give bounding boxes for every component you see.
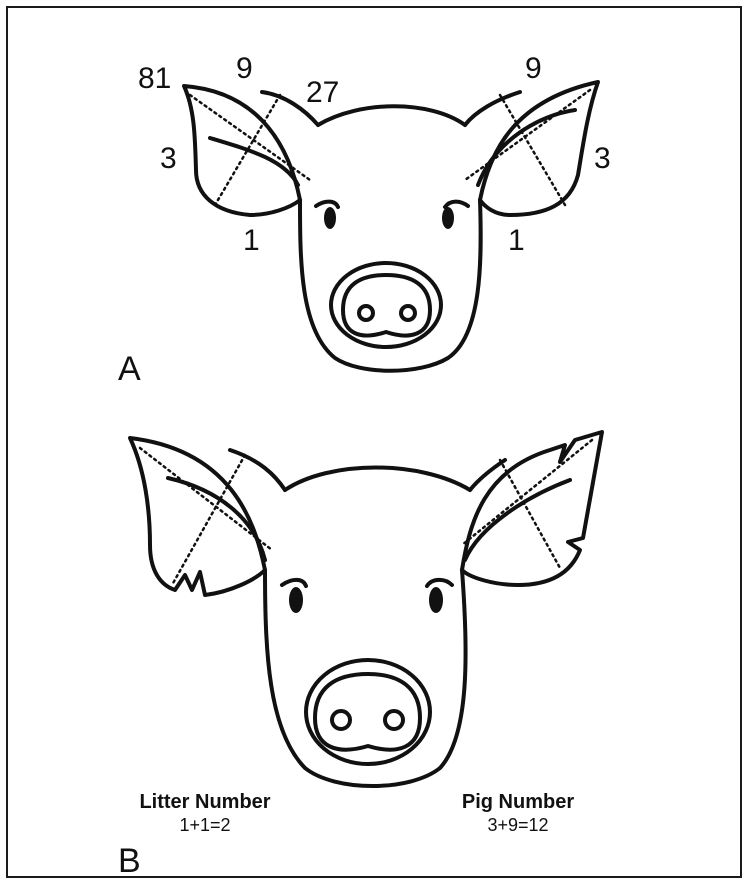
notch-label-9-left: 9 <box>236 52 253 85</box>
notch-label-27: 27 <box>306 76 339 109</box>
litter-number-equation: 1+1=2 <box>179 815 230 835</box>
nostril-right-a <box>401 306 415 320</box>
forehead-b <box>285 468 470 491</box>
pig-number-equation: 3+9=12 <box>487 815 548 835</box>
right-inner-ear-a <box>478 110 575 185</box>
nostril-right-b <box>385 711 403 729</box>
notch-label-3-left: 3 <box>160 142 177 175</box>
eye-right-b <box>429 587 443 613</box>
notch-label-81: 81 <box>138 62 171 95</box>
eye-left-a <box>324 207 336 229</box>
litter-number-title: Litter Number <box>139 791 270 813</box>
notch-label-1-right: 1 <box>508 224 525 257</box>
right-ear-connect-a <box>465 92 520 125</box>
notch-label-1-left: 1 <box>243 224 260 257</box>
pig-number-title: Pig Number <box>462 791 574 813</box>
eyebrow-right-b <box>427 580 452 586</box>
eye-right-a <box>442 207 454 229</box>
notch-label-9-right: 9 <box>525 52 542 85</box>
eyebrow-right-a <box>445 202 468 207</box>
left-ear-connect-b <box>230 450 285 490</box>
pig-head-b <box>130 432 602 786</box>
panel-label-a: A <box>118 350 141 388</box>
eyes-b <box>289 587 443 613</box>
forehead-a <box>318 106 465 125</box>
panel-label-b: B <box>118 842 141 880</box>
eye-left-b <box>289 587 303 613</box>
nostril-left-b <box>332 711 350 729</box>
right-ear-b <box>462 432 602 585</box>
eyebrow-left-a <box>316 202 338 207</box>
nostril-left-a <box>359 306 373 320</box>
eyebrow-left-b <box>282 580 306 586</box>
snout-inner-a <box>343 275 430 336</box>
left-ear-a <box>184 86 300 215</box>
right-ear-connect-b <box>470 460 505 490</box>
left-ear-b <box>130 438 265 595</box>
notch-label-3-right: 3 <box>594 142 611 175</box>
snout-inner-b <box>315 674 420 750</box>
eyes-a <box>324 207 454 229</box>
